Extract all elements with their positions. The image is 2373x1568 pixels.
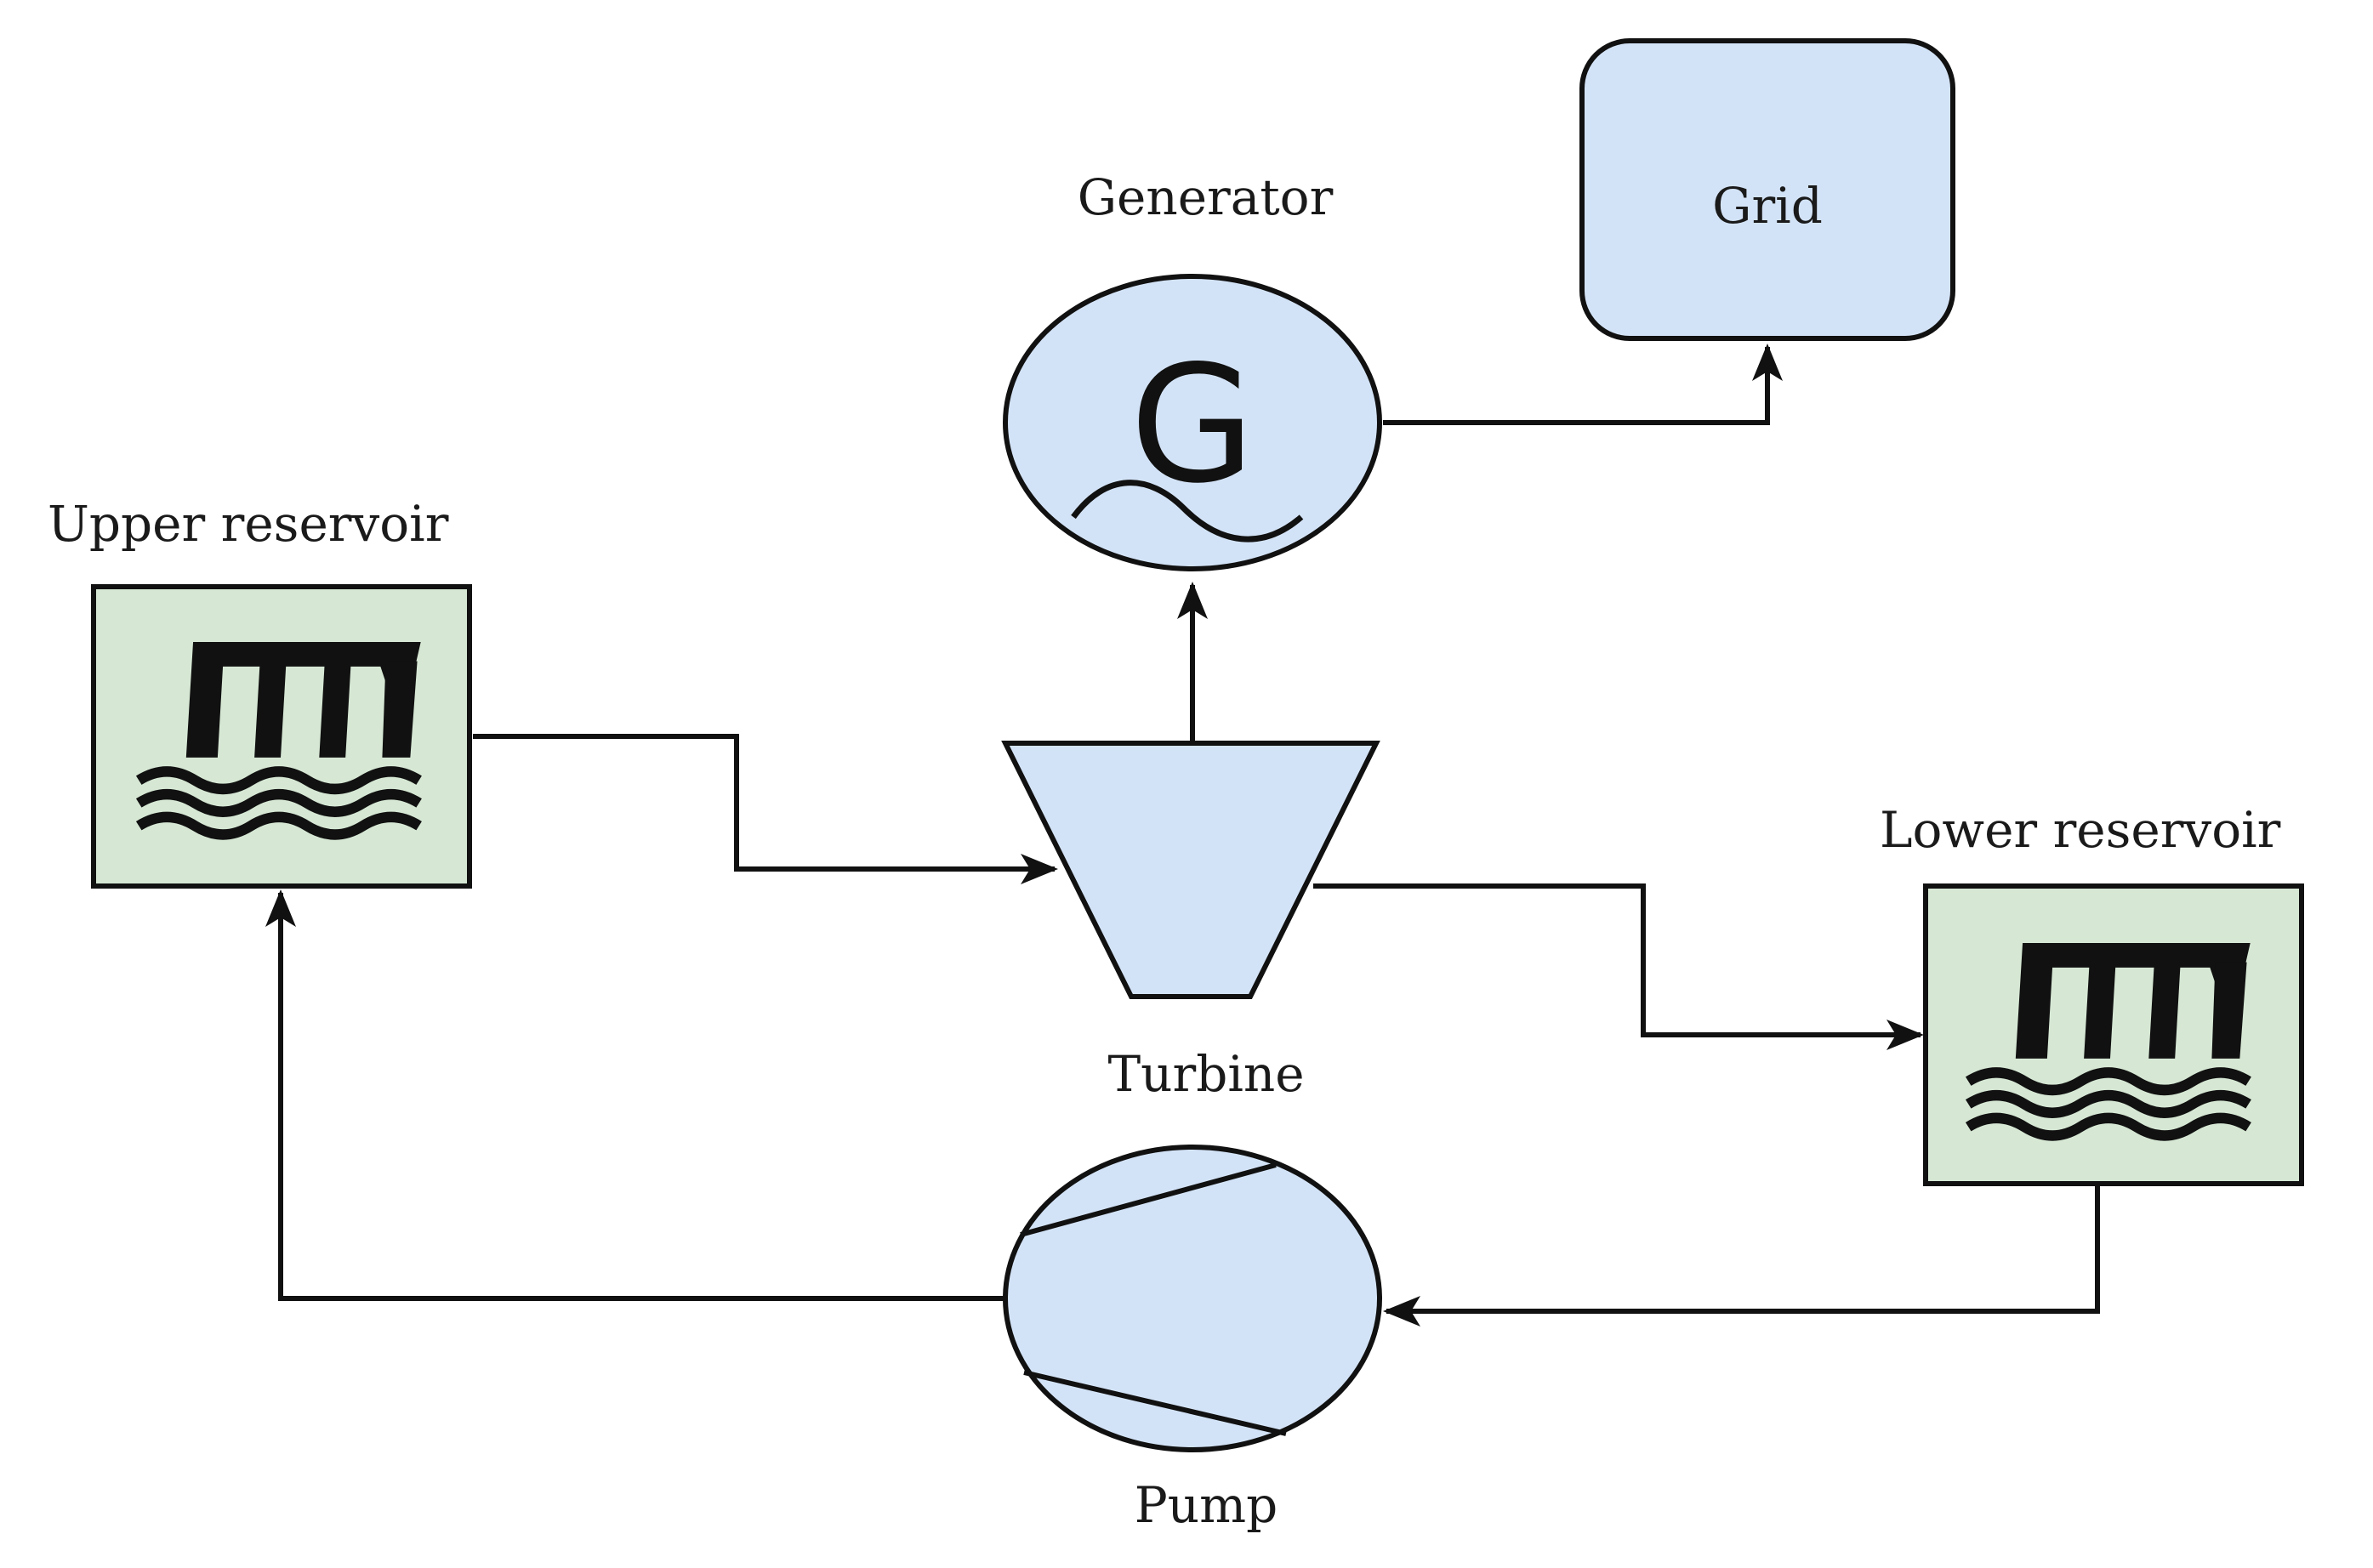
sine-wave-icon (1071, 480, 1304, 543)
pump-blade-bottom (1023, 1370, 1287, 1436)
upper-reservoir-label: Upper reservoir (48, 495, 449, 553)
turbine-label: Turbine (1107, 1045, 1304, 1103)
generator-node: Generator G (1003, 168, 1382, 571)
edge-upper-to-turbine (473, 734, 1058, 884)
pump-circle (1003, 1145, 1382, 1452)
pump-node: Pump (1003, 1145, 1382, 1534)
pump-label: Pump (1135, 1476, 1278, 1534)
lower-reservoir-node: Lower reservoir (1880, 801, 2304, 1186)
lower-reservoir-box (1923, 883, 2304, 1186)
turbine-node: Turbine (1001, 741, 1380, 1103)
turbine-shape (1001, 741, 1380, 999)
edge-turbine-to-lower (1313, 883, 1924, 1050)
generator-label: Generator (1078, 168, 1334, 226)
generator-circle (1003, 274, 1382, 571)
edge-generator-to-grid (1383, 344, 1783, 425)
grid-node: Grid (1579, 38, 1955, 341)
edge-lower-to-pump (1383, 1185, 2100, 1327)
grid-label: Grid (1712, 177, 1823, 235)
pump-blade-top (1020, 1162, 1277, 1237)
upper-reservoir-node: Upper reservoir (48, 495, 472, 889)
edge-pump-to-upper (265, 889, 1004, 1301)
grid-box (1579, 38, 1955, 341)
generator-symbol: G (1130, 331, 1255, 519)
lower-reservoir-label: Lower reservoir (1880, 801, 2281, 859)
